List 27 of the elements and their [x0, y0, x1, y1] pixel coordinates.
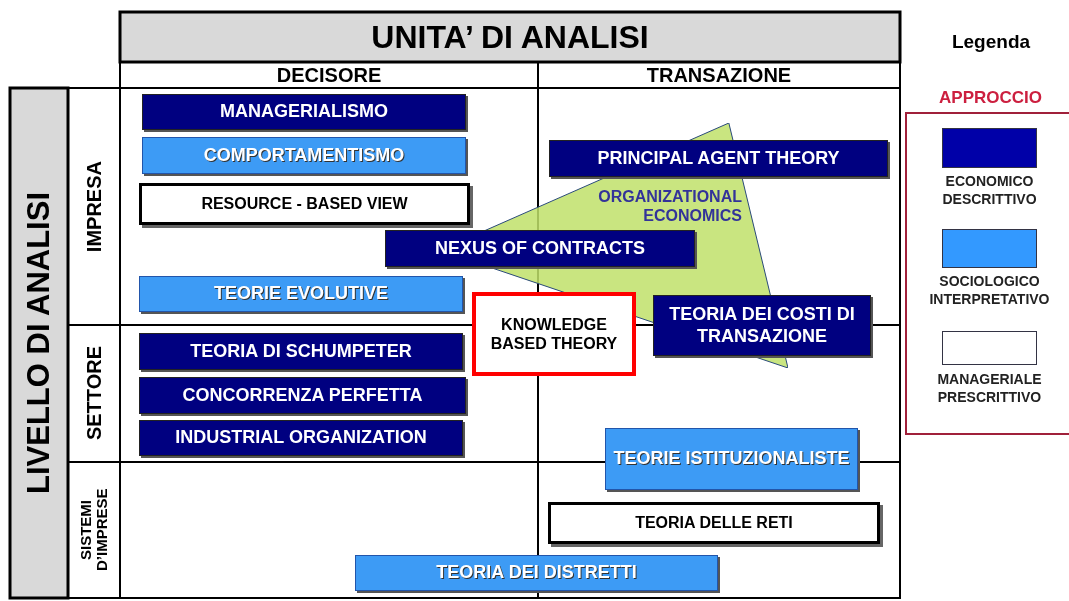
legend-subtitle: APPROCCIO	[939, 88, 1042, 108]
theory-box: MANAGERIALISMO	[142, 94, 466, 130]
theory-box: TEORIA DELLE RETI	[548, 502, 880, 544]
theory-box: COMPORTAMENTISMO	[142, 137, 466, 174]
theory-box: PRINCIPAL AGENT THEORY	[549, 140, 888, 177]
theory-box: TEORIE ISTITUZIONALISTE	[605, 428, 858, 490]
legend-title: Legenda	[951, 31, 1031, 53]
row-header: SISTEMI D’IMPRESE	[78, 487, 110, 574]
theory-box: CONCORRENZA PERFETTA	[139, 377, 466, 414]
row-header: IMPRESA	[82, 160, 106, 253]
column-header: TRANSAZIONE	[646, 63, 792, 87]
theory-box: NEXUS OF CONTRACTS	[385, 230, 695, 267]
axis-heading: LIVELLO DI ANALISI	[21, 192, 57, 494]
legend-label: SOCIOLOGICO INTERPRETATIVO	[928, 272, 1051, 310]
legend-label: ECONOMICO DESCRITTIVO	[941, 172, 1038, 210]
theory-box: INDUSTRIAL ORGANIZATION	[139, 420, 463, 456]
axis-heading: UNITA’ DI ANALISI	[371, 18, 649, 56]
theory-box: KNOWLEDGE BASED THEORY	[472, 292, 636, 376]
legend-label: MANAGERIALE PRESCRITTIVO	[936, 370, 1043, 408]
triangle-label: ORGANIZATIONAL ECONOMICS	[597, 187, 742, 226]
theory-box: TEORIA DEI COSTI DI TRANSAZIONE	[653, 295, 871, 356]
theory-box: TEORIA DEI DISTRETTI	[355, 555, 718, 591]
column-header: DECISORE	[276, 63, 382, 87]
theory-box: TEORIA DI SCHUMPETER	[139, 333, 463, 370]
theory-box: RESOURCE - BASED VIEW	[139, 183, 470, 225]
theory-box: TEORIE EVOLUTIVE	[139, 276, 463, 312]
row-header: SETTORE	[82, 346, 106, 441]
